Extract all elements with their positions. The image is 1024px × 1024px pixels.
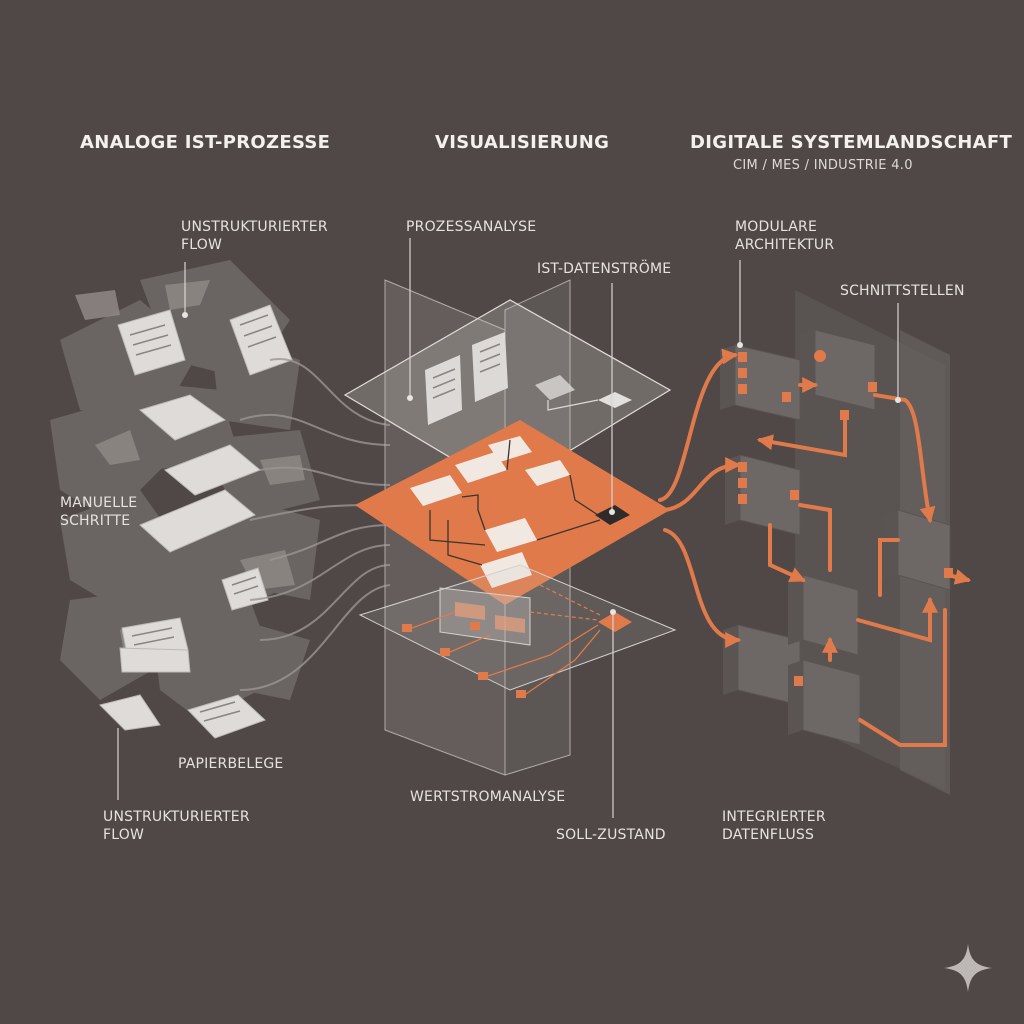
label-unstrukturiert-top: UNSTRUKTURIERTER FLOW	[181, 219, 328, 253]
label-papierbelege: PAPIERBELEGE	[178, 756, 284, 772]
callout-lines	[117, 238, 899, 818]
label-prozessanalyse: PROZESSANALYSE	[406, 219, 537, 235]
label-modulare-architektur: MODULARE ARCHITEKTUR	[735, 219, 835, 253]
label-integrierter-datenfluss: INTEGRIERTER DATENFLUSS	[722, 809, 826, 843]
label-manuelle-schritte: MANUELLE SCHRITTE	[60, 495, 138, 529]
heading-visual: VISUALISIERUNG	[435, 132, 610, 153]
heading-digital: DIGITALE SYSTEMLANDSCHAFT	[690, 132, 1013, 153]
label-wertstromanalyse: WERTSTROMANALYSE	[410, 789, 566, 805]
label-unstrukturiert-bottom: UNSTRUKTURIERTER FLOW	[103, 809, 250, 843]
heading-analog: ANALOGE IST-PROZESSE	[80, 132, 331, 153]
paper-cloud	[50, 260, 391, 739]
system-landscape	[658, 290, 972, 795]
visualisation-stack	[343, 279, 677, 776]
label-schnittstellen: SCHNITTSTELLEN	[840, 283, 965, 299]
label-soll-zustand: SOLL-ZUSTAND	[556, 827, 666, 843]
sparkle-icon	[944, 944, 992, 992]
heading-digital-subtitle: CIM / MES / INDUSTRIE 4.0	[733, 158, 913, 173]
label-ist-datenstroeme: IST-DATENSTRÖME	[537, 261, 672, 277]
